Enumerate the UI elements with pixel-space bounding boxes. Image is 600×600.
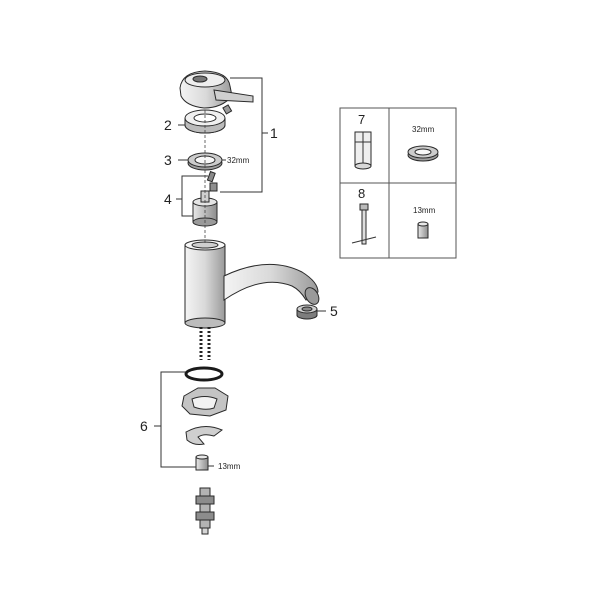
socket-tool-icon bbox=[354, 131, 372, 170]
callout-label-4: 4 bbox=[164, 191, 172, 207]
callout-label-5: 5 bbox=[330, 303, 338, 319]
nut-tool-icon bbox=[407, 145, 439, 162]
supply-hoses-part bbox=[199, 327, 211, 360]
callout-label-1: 1 bbox=[270, 125, 278, 141]
hose-fitting-part bbox=[195, 487, 215, 535]
tool-size-32: 32mm bbox=[412, 125, 435, 134]
handle-lever-part bbox=[179, 70, 254, 115]
callout-lines bbox=[154, 77, 326, 468]
callout-label-2: 2 bbox=[164, 117, 172, 133]
fitting-size-label: 13mm bbox=[218, 462, 241, 471]
faucet-body-part bbox=[184, 239, 320, 329]
fitting-tool-icon bbox=[417, 221, 429, 239]
tool-number-7: 7 bbox=[358, 112, 365, 127]
callout-label-6: 6 bbox=[140, 418, 148, 434]
nut-size-label: 32mm bbox=[227, 156, 250, 165]
key-tool-icon bbox=[351, 203, 377, 245]
tool-number-8: 8 bbox=[358, 186, 365, 201]
tool-size-13: 13mm bbox=[413, 206, 436, 215]
mounting-set-part bbox=[181, 366, 229, 471]
tools-table bbox=[339, 107, 457, 259]
aerator-part bbox=[296, 304, 318, 320]
callout-label-3: 3 bbox=[164, 152, 172, 168]
